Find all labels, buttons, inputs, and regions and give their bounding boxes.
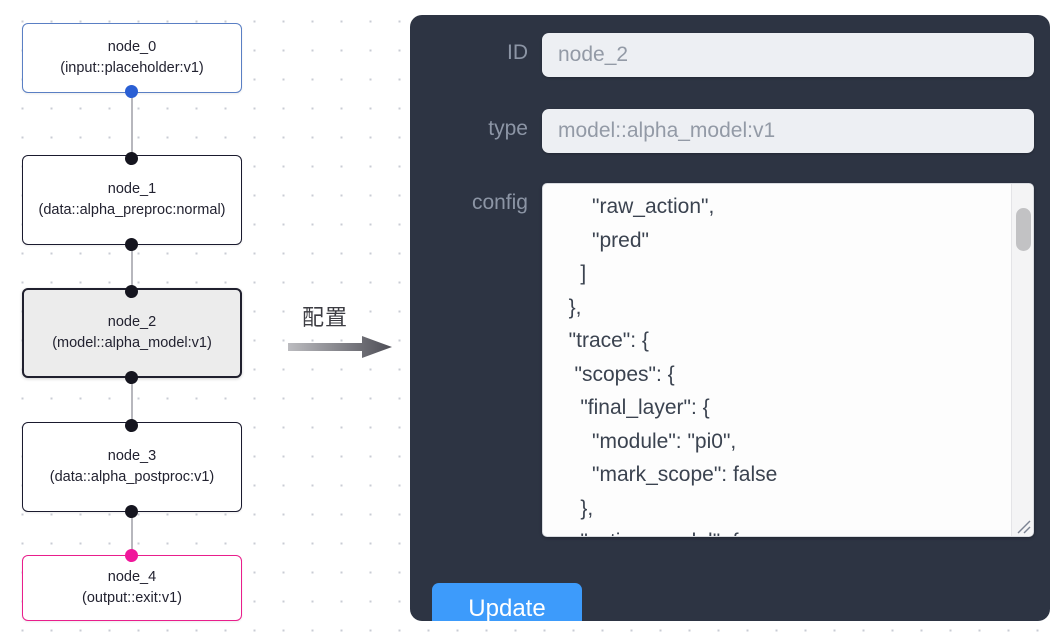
graph-node-node_1[interactable]: node_1 (data::alpha_preproc:normal) (22, 155, 242, 245)
id-field-row: ID (428, 33, 1038, 77)
node-subtitle: (model::alpha_model:v1) (52, 335, 212, 351)
config-field-row: config "raw_action", "pred" ] }, "trace"… (428, 183, 1044, 537)
edge-node1-node2 (131, 243, 133, 292)
resize-handle-icon[interactable] (1014, 517, 1032, 535)
config-textarea-wrapper: "raw_action", "pred" ] }, "trace": { "sc… (542, 183, 1034, 537)
node1-input-handle[interactable] (125, 152, 138, 165)
node-config-panel: ID type config "raw_action", "pred" ] },… (410, 15, 1050, 621)
node-title: node_3 (107, 448, 157, 465)
node3-input-handle[interactable] (125, 419, 138, 432)
node-subtitle: (data::alpha_postproc:v1) (49, 469, 215, 485)
graph-node-node_2[interactable]: node_2 (model::alpha_model:v1) (22, 288, 242, 378)
type-field-label: type (488, 117, 528, 140)
config-scrollbar-track[interactable] (1011, 184, 1033, 536)
node1-output-handle[interactable] (125, 238, 138, 251)
node-subtitle: (data::alpha_preproc:normal) (38, 202, 226, 218)
node3-output-handle[interactable] (125, 505, 138, 518)
node4-input-handle[interactable] (125, 549, 138, 562)
graph-node-node_3[interactable]: node_3 (data::alpha_postproc:v1) (22, 422, 242, 512)
transition-arrow-group: 配置 (288, 300, 398, 362)
node-subtitle: (output::exit:v1) (82, 590, 182, 606)
node-title: node_1 (107, 181, 157, 198)
node2-input-handle[interactable] (125, 285, 138, 298)
node-title: node_4 (107, 569, 157, 586)
config-textarea[interactable]: "raw_action", "pred" ] }, "trace": { "sc… (542, 183, 1034, 537)
node2-output-handle[interactable] (125, 371, 138, 384)
node-title: node_2 (107, 314, 157, 331)
arrow-right-icon (288, 336, 392, 358)
edge-node3-node4 (131, 510, 133, 557)
config-scrollbar-thumb[interactable] (1016, 208, 1031, 251)
transition-caption: 配置 (302, 305, 349, 330)
node-title: node_0 (107, 39, 157, 56)
node0-output-handle[interactable] (125, 85, 138, 98)
config-field-label: config (471, 191, 528, 214)
type-input[interactable] (542, 109, 1034, 153)
graph-node-node_0[interactable]: node_0 (input::placeholder:v1) (22, 23, 242, 93)
update-button[interactable]: Update (432, 583, 582, 621)
edge-node2-node3 (131, 376, 133, 426)
edge-node0-node1 (131, 91, 133, 159)
type-field-row: type (428, 109, 1038, 153)
id-input[interactable] (542, 33, 1034, 77)
graph-node-node_4[interactable]: node_4 (output::exit:v1) (22, 555, 242, 621)
node-subtitle: (input::placeholder:v1) (60, 60, 204, 76)
id-field-label: ID (507, 41, 528, 64)
